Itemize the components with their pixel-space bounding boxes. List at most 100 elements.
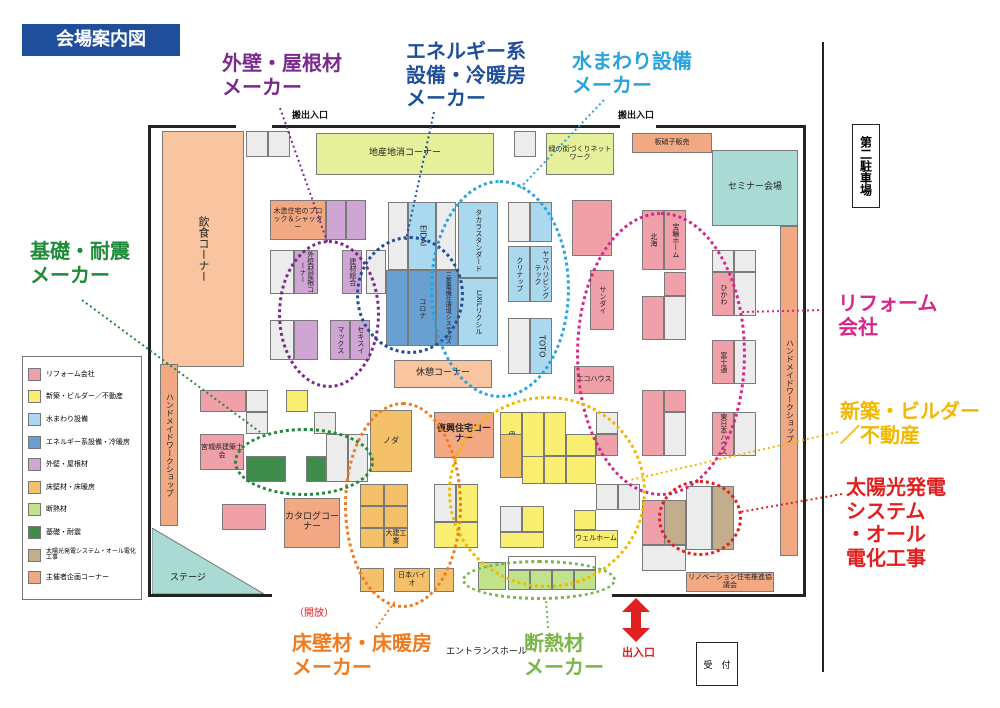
empty-booth bbox=[734, 412, 756, 456]
legend-item: 基礎・耐震 bbox=[28, 521, 136, 544]
callout-line: メーカー bbox=[292, 654, 372, 679]
callout-line: 外壁・屋根材 bbox=[222, 51, 342, 75]
reform-company-callout: リフォーム 会社 bbox=[838, 291, 938, 339]
callout-line: ／不動産 bbox=[840, 422, 920, 447]
outer-wall-line bbox=[822, 42, 824, 672]
callout-line: 床壁材・床暖房 bbox=[292, 631, 432, 655]
legend-item: 主催者企画コーナー bbox=[28, 566, 136, 589]
green-town-booth: 緑の街づくりネットワーク bbox=[546, 133, 614, 175]
legend-label: 床壁材・床暖房 bbox=[46, 482, 95, 491]
callout-line: メーカー bbox=[572, 72, 652, 97]
legend-item: 外壁・屋根材 bbox=[28, 453, 136, 476]
legend-item: 太陽光発電システム・オール電化工事 bbox=[28, 544, 136, 567]
legend-label: 外壁・屋根材 bbox=[46, 460, 88, 469]
seminar-room: セミナー会場 bbox=[712, 150, 798, 226]
renovation-council-booth: リノベーション住宅推進協議会 bbox=[686, 572, 774, 592]
legend-item: エネルギー系設備・冷暖房 bbox=[28, 431, 136, 454]
water-maker-callout: 水まわり設備 メーカー bbox=[572, 49, 692, 97]
callout-line: 電化工事 bbox=[846, 545, 926, 570]
stage-label: ステージ bbox=[170, 573, 206, 583]
water-category-ring bbox=[430, 180, 570, 398]
carry-in-gap-right bbox=[620, 121, 656, 129]
legend-swatch bbox=[28, 435, 41, 449]
legend-swatch bbox=[28, 458, 41, 472]
carry-in-gap-left bbox=[236, 121, 272, 129]
legend-item: 水まわり設備 bbox=[28, 408, 136, 431]
floor-maker-callout: 床壁材・床暖房 メーカー bbox=[292, 631, 432, 679]
legend-label: 主催者企画コーナー bbox=[46, 573, 109, 582]
glass-sale-booth: 板硝子販売 bbox=[632, 133, 712, 153]
callout-line: 会社 bbox=[838, 314, 878, 339]
second-parking-lot: 第二駐車場 bbox=[852, 124, 880, 208]
carry-in-label-left: 搬出入口 bbox=[292, 111, 329, 121]
map-title: 会場案内図 bbox=[22, 24, 180, 56]
floor-category-ring bbox=[344, 402, 462, 608]
callout-line: システム bbox=[846, 498, 926, 523]
empty-booth bbox=[268, 131, 290, 157]
legend-label: 断熱材 bbox=[46, 505, 67, 514]
builder-callout: 新築・ビルダー ／不動産 bbox=[840, 399, 980, 447]
handmade-workshop-left: ハンドメイドワークショップ bbox=[160, 364, 178, 526]
legend-swatch bbox=[28, 412, 41, 426]
reception-label: 受 付 bbox=[703, 660, 731, 671]
callout-line: 設備・冷暖房 bbox=[406, 62, 526, 87]
callout-line: 太陽光発電 bbox=[846, 475, 946, 499]
exit-arrow-icon bbox=[622, 598, 650, 642]
entrance-hall-label: エントランスホール bbox=[446, 647, 527, 657]
legend-swatch bbox=[28, 571, 41, 585]
booth-block-fire: 木造住宅のブロック＆シャッター bbox=[270, 200, 326, 240]
foundation-maker-callout: 基礎・耐震 メーカー bbox=[30, 239, 130, 287]
legend-item: リフォーム会社 bbox=[28, 363, 136, 386]
empty-booth bbox=[246, 412, 268, 434]
legend-swatch bbox=[28, 525, 41, 539]
exit-label: 出入口 bbox=[622, 646, 655, 659]
booth-reform-9 bbox=[222, 504, 266, 530]
food-corner: 飲食コーナー bbox=[162, 131, 244, 367]
callout-line: エネルギー系 bbox=[406, 39, 526, 63]
booth-build-12 bbox=[286, 390, 308, 412]
callout-line: 水まわり設備 bbox=[572, 49, 692, 73]
legend-swatch bbox=[28, 480, 41, 494]
callout-line: メーカー bbox=[30, 262, 110, 287]
stage bbox=[152, 528, 264, 594]
booth-wall bbox=[346, 200, 366, 240]
reception-box: 受 付 bbox=[696, 642, 738, 686]
legend: リフォーム会社 新築・ビルダー／不動産 水まわり設備 エネルギー系設備・冷暖房 … bbox=[22, 356, 142, 600]
callout-line: 断熱材 bbox=[524, 631, 584, 655]
energy-maker-callout: エネルギー系 設備・冷暖房 メーカー bbox=[406, 39, 526, 111]
found-category-ring bbox=[234, 428, 374, 496]
legend-swatch bbox=[28, 503, 41, 517]
callout-line: メーカー bbox=[222, 74, 302, 99]
callout-line: ・オール bbox=[846, 522, 926, 547]
insulation-maker-callout: 断熱材 メーカー bbox=[524, 631, 604, 679]
legend-item: 新築・ビルダー／不動産 bbox=[28, 386, 136, 409]
empty-booth bbox=[514, 131, 536, 157]
solar-category-ring bbox=[658, 480, 742, 556]
open-label: （開放） bbox=[294, 608, 334, 619]
carry-in-label-right: 搬出入口 bbox=[618, 111, 655, 121]
legend-item: 床壁材・床暖房 bbox=[28, 476, 136, 499]
callout-line: 新築・ビルダー bbox=[840, 399, 980, 423]
wall-maker-callout: 外壁・屋根材 メーカー bbox=[222, 51, 342, 99]
callout-line: リフォーム bbox=[838, 291, 938, 315]
legend-label: 水まわり設備 bbox=[46, 414, 88, 423]
booth-wall bbox=[326, 200, 346, 240]
callout-line: メーカー bbox=[524, 654, 604, 679]
legend-swatch bbox=[28, 390, 41, 404]
insul-category-ring bbox=[462, 560, 616, 600]
solar-callout: 太陽光発電 システム ・オール 電化工事 bbox=[846, 475, 946, 570]
catalog-corner: カタログコーナー bbox=[284, 498, 340, 548]
legend-swatch bbox=[28, 548, 41, 562]
legend-label: エネルギー系設備・冷暖房 bbox=[46, 437, 130, 446]
handmade-workshop-right: ハンドメイドワークショップ bbox=[780, 226, 798, 556]
legend-label: リフォーム会社 bbox=[46, 369, 95, 378]
empty-booth bbox=[246, 390, 268, 412]
callout-line: 基礎・耐震 bbox=[30, 239, 130, 263]
legend-swatch bbox=[28, 367, 41, 381]
legend-label: 基礎・耐震 bbox=[46, 527, 81, 536]
empty-booth bbox=[246, 131, 268, 157]
legend-label: 新築・ビルダー／不動産 bbox=[46, 392, 123, 401]
booth-reform-8 bbox=[200, 390, 246, 412]
legend-item: 断熱材 bbox=[28, 499, 136, 522]
legend-label: 太陽光発電システム・オール電化工事 bbox=[46, 548, 136, 562]
